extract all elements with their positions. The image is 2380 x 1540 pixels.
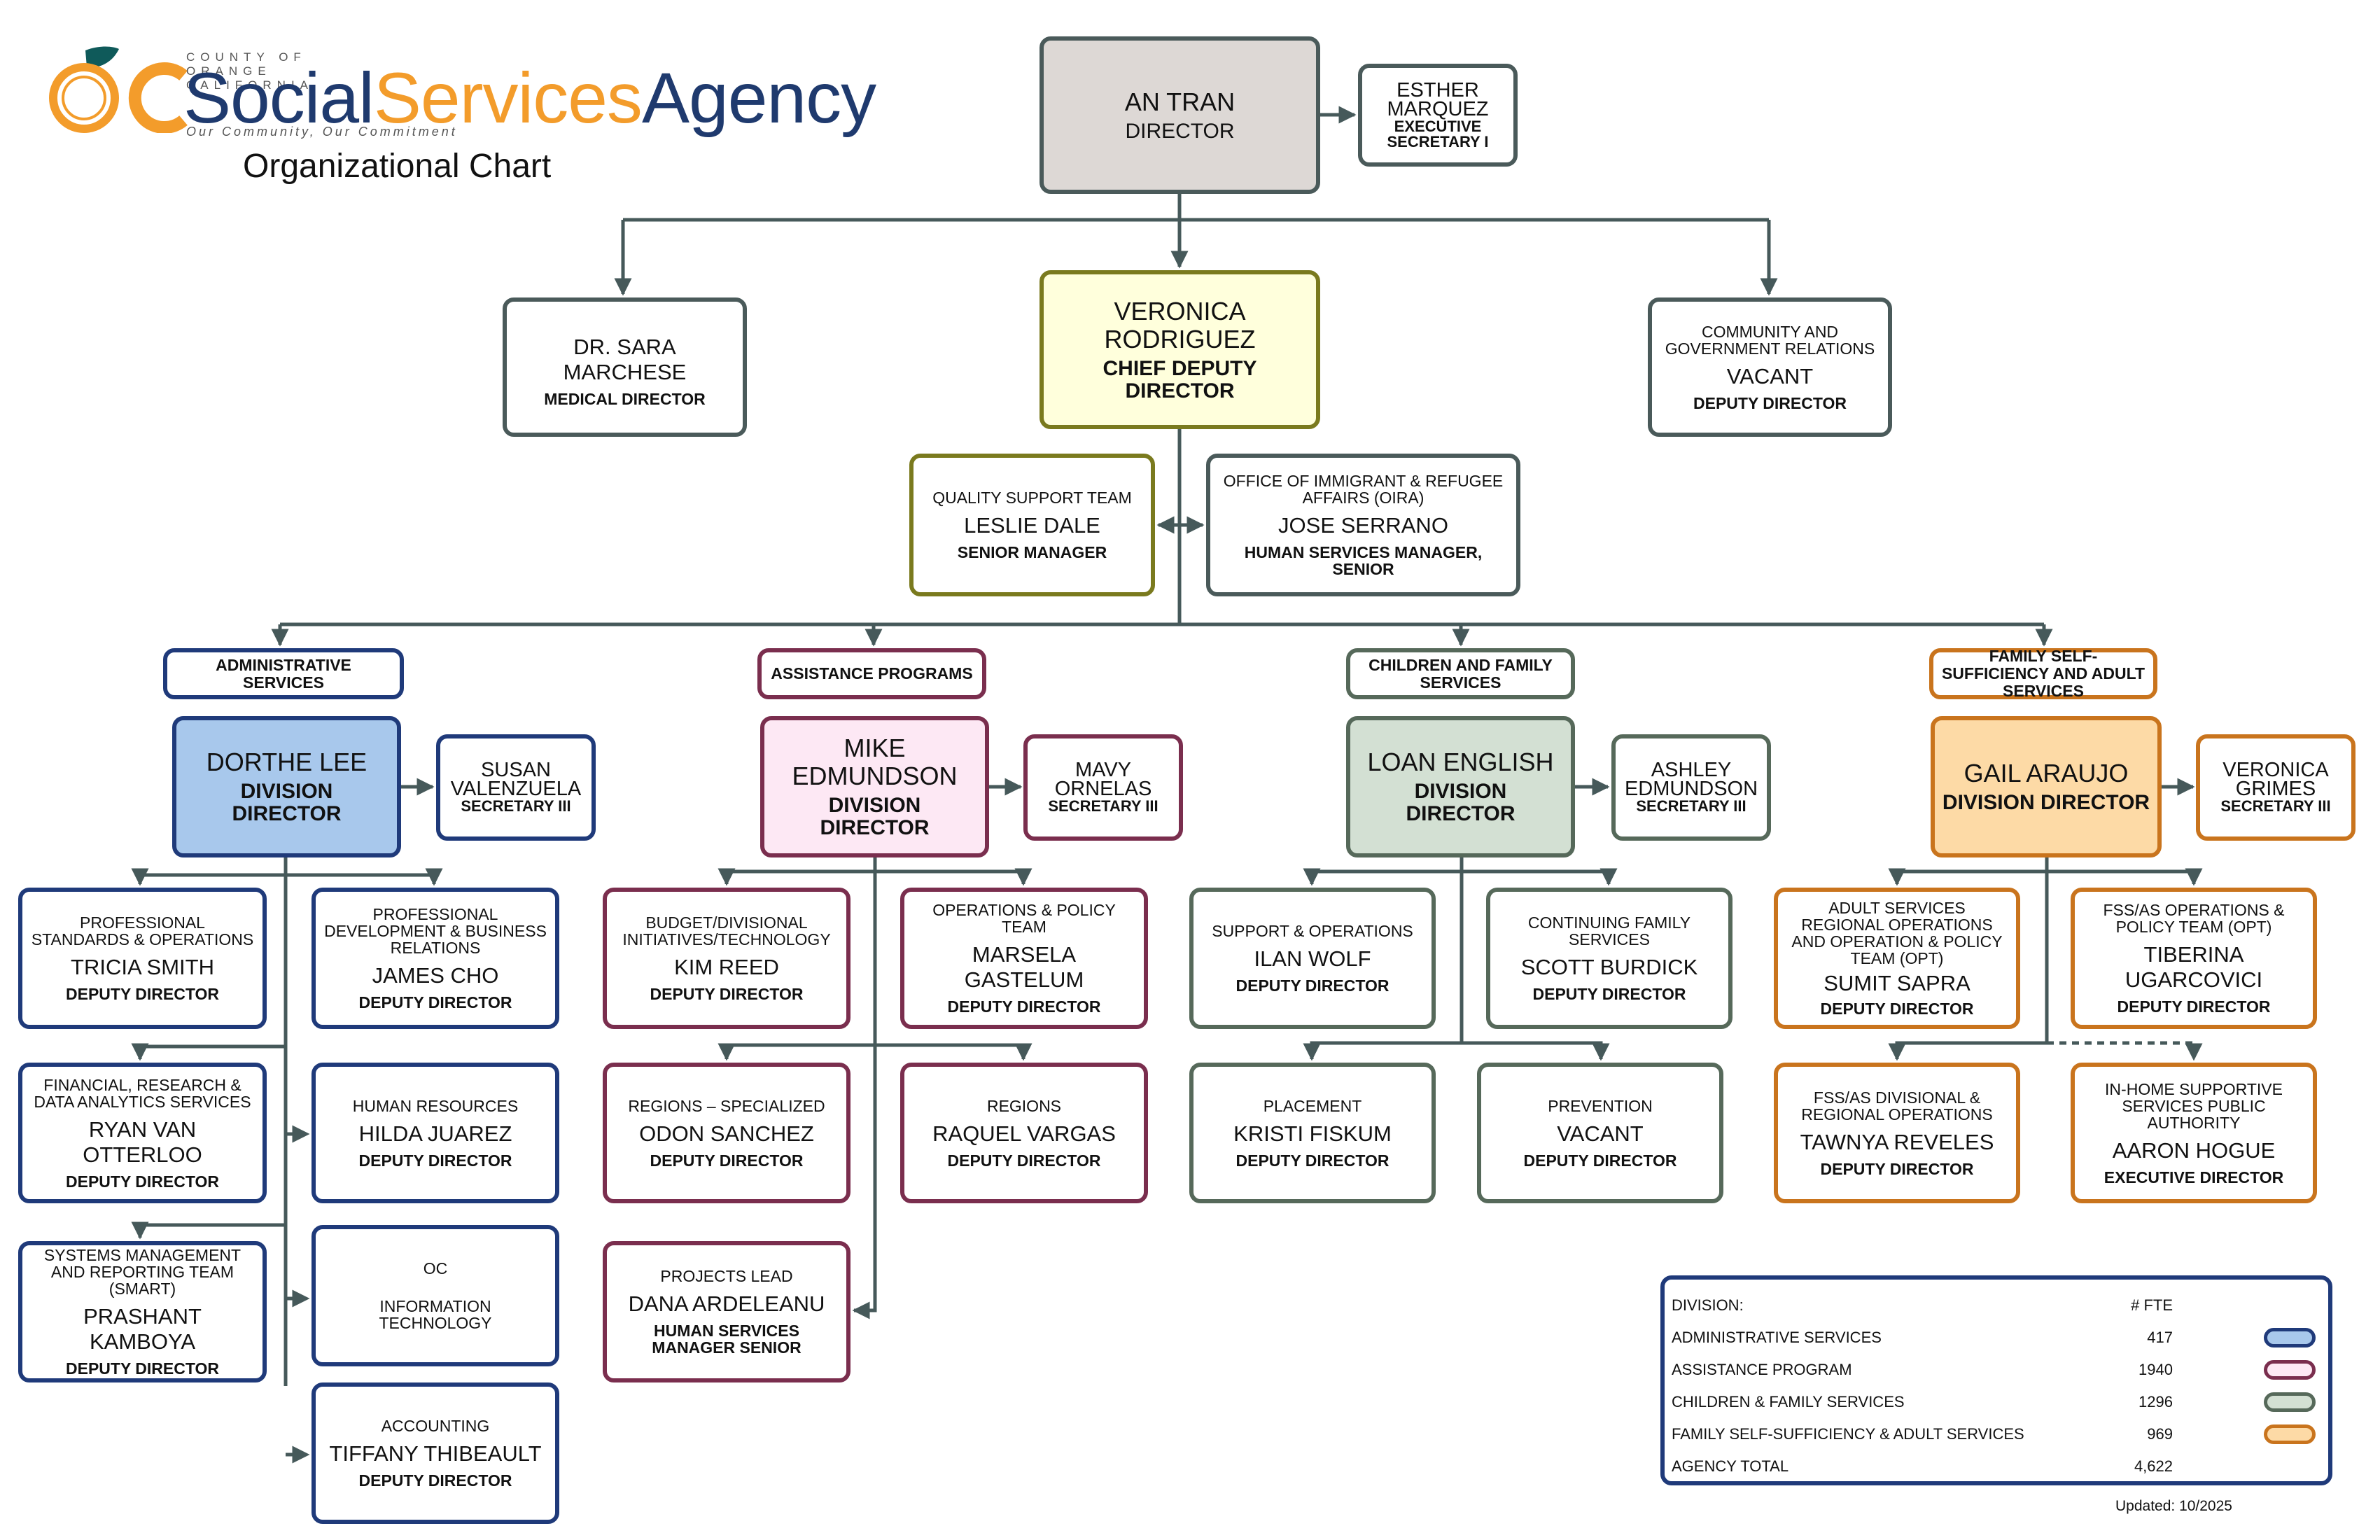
unit-admin-1[interactable]: PROFESSIONAL DEVELOPMENT & BUSINESS RELA… xyxy=(312,888,559,1029)
division-director-assistance[interactable]: MIKE EDMUNDSON DIVISION DIRECTOR xyxy=(760,716,989,858)
legend-row: FAMILY SELF-SUFFICIENCY & ADULT SERVICES… xyxy=(1672,1418,2321,1450)
unit-admin-2[interactable]: FINANCIAL, RESEARCH & DATA ANALYTICS SER… xyxy=(18,1063,267,1203)
legend-swatch-children xyxy=(2264,1392,2316,1412)
tagline: Our Community, Our Commitment xyxy=(186,125,458,139)
legend-row: ADMINISTRATIVE SERVICES 417 xyxy=(1672,1322,2321,1354)
exec-secretary-box[interactable]: ESTHER MARQUEZ EXECUTIVE SECRETARY I xyxy=(1358,64,1518,167)
division-director-fss[interactable]: GAIL ARAUJO DIVISION DIRECTOR xyxy=(1931,716,2162,858)
page-title: Organizational Chart xyxy=(243,148,552,185)
unit-admin-4[interactable]: SYSTEMS MANAGEMENT AND REPORTING TEAM (S… xyxy=(18,1241,267,1382)
unit-fss-3[interactable]: IN-HOME SUPPORTIVE SERVICES PUBLIC AUTHO… xyxy=(2071,1063,2317,1203)
community-relations-box[interactable]: COMMUNITY AND GOVERNMENT RELATIONS VACAN… xyxy=(1648,298,1892,437)
division-header-fss: FAMILY SELF-SUFFICIENCY AND ADULT SERVIC… xyxy=(1929,648,2157,700)
division-director-admin[interactable]: DORTHE LEE DIVISION DIRECTOR xyxy=(172,716,401,858)
secretary-admin[interactable]: SUSAN VALENZUELA SECRETARY III xyxy=(436,734,596,841)
division-director-children[interactable]: LOAN ENGLISH DIVISION DIRECTOR xyxy=(1346,716,1575,858)
legend-total-row: AGENCY TOTAL 4,622 xyxy=(1672,1457,2173,1475)
oc-orange-icon xyxy=(49,46,188,134)
division-header-admin: ADMINISTRATIVE SERVICES xyxy=(163,648,404,699)
chief-deputy-box[interactable]: VERONICA RODRIGUEZ CHIEF DEPUTY DIRECTOR xyxy=(1040,270,1320,429)
fte-legend: DIVISION: # FTE ADMINISTRATIVE SERVICES … xyxy=(1660,1275,2332,1485)
oira-box[interactable]: OFFICE OF IMMIGRANT & REFUGEE AFFAIRS (O… xyxy=(1206,454,1520,596)
division-header-children: CHILDREN AND FAMILY SERVICES xyxy=(1346,648,1575,699)
legend-swatch-fss xyxy=(2264,1424,2316,1444)
updated-date: Updated: 10/2025 xyxy=(2115,1498,2232,1514)
legend-row: CHILDREN & FAMILY SERVICES 1296 xyxy=(1672,1386,2321,1418)
director-box[interactable]: AN TRAN DIRECTOR xyxy=(1040,36,1320,194)
division-header-assistance: ASSISTANCE PROGRAMS xyxy=(757,648,986,699)
legend-fte-label: # FTE xyxy=(2131,1296,2173,1314)
unit-fss-1[interactable]: FSS/AS OPERATIONS & POLICY TEAM (OPT)TIB… xyxy=(2071,888,2317,1029)
agency-logo: COUNTY OF ORANGE CALIFORNIA SocialServic… xyxy=(36,42,876,139)
unit-fss-0[interactable]: ADULT SERVICES REGIONAL OPERATIONS AND O… xyxy=(1774,888,2020,1029)
secretary-assistance[interactable]: MAVY ORNELAS SECRETARY III xyxy=(1023,734,1183,841)
quality-support-box[interactable]: QUALITY SUPPORT TEAM LESLIE DALE SENIOR … xyxy=(909,454,1155,596)
legend-swatch-admin xyxy=(2264,1328,2316,1348)
legend-row: ASSISTANCE PROGRAM 1940 xyxy=(1672,1354,2321,1386)
legend-division-label: DIVISION: xyxy=(1672,1296,1744,1314)
secretary-fss[interactable]: VERONICA GRIMES SECRETARY III xyxy=(2196,734,2356,841)
unit-assistance-0[interactable]: BUDGET/DIVISIONAL INITIATIVES/TECHNOLOGY… xyxy=(603,888,850,1029)
agency-name: SocialServicesAgency xyxy=(183,58,876,138)
medical-director-box[interactable]: DR. SARA MARCHESE MEDICAL DIRECTOR xyxy=(503,298,747,437)
legend-header-row: DIVISION: # FTE xyxy=(1672,1289,2321,1322)
county-line: COUNTY OF ORANGE CALIFORNIA xyxy=(186,50,314,92)
secretary-children[interactable]: ASHLEY EDMUNDSON SECRETARY III xyxy=(1611,734,1771,841)
legend-swatch-assistance xyxy=(2264,1360,2316,1380)
